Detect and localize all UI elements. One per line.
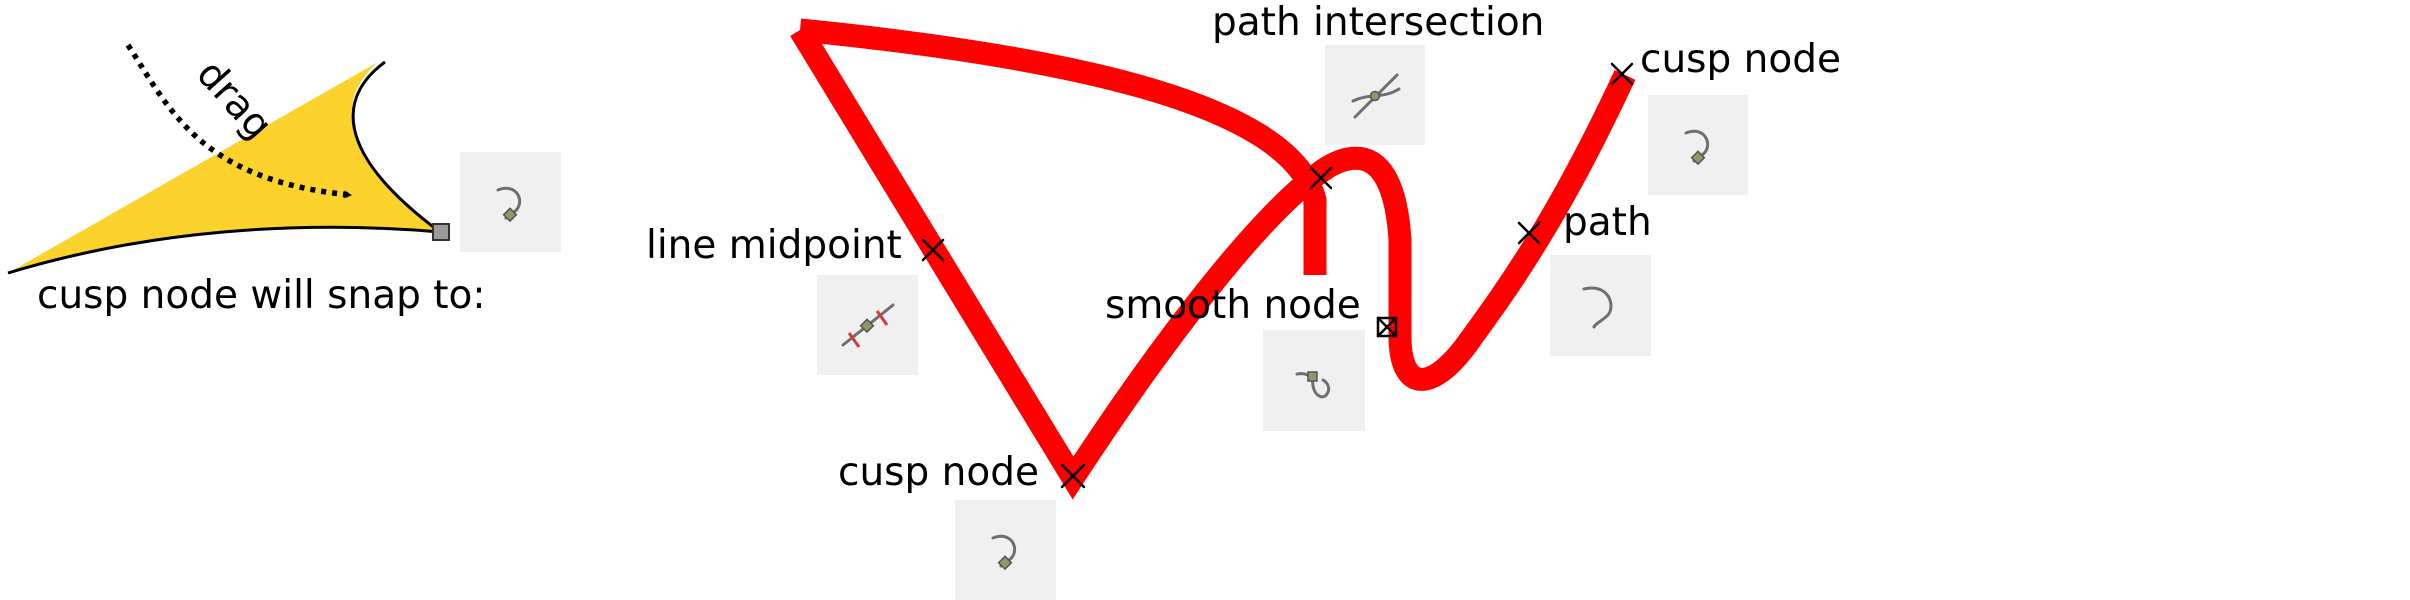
yellow-shape[interactable] [8,62,440,273]
snap-smooth-node-icon [1263,330,1365,431]
red-path[interactable] [790,18,1636,500]
label-cusp-node-bottom: cusp node [838,450,1039,495]
snap-caption: cusp node will snap to: [37,273,486,318]
x-marker-smooth-node [1376,316,1398,338]
x-marker-path-intersection [1309,166,1333,190]
snap-markers [921,62,1634,489]
x-marker-cusp-bottom [1060,463,1086,489]
x-marker-cusp-top [1610,62,1634,86]
snap-line-midpoint-icon [817,275,918,375]
shape-bottom-edge [7,225,441,275]
label-smooth-node: smooth node [1105,283,1361,328]
red-path-group [790,18,1636,500]
snap-cusp-node-icon [1648,95,1748,195]
label-path: path [1563,200,1652,245]
snap-labels: path intersection cusp node line midpoin… [646,0,1841,495]
x-marker-line-midpoint [921,238,945,262]
label-line-midpoint: line midpoint [646,223,902,268]
snap-cusp-node-icon [955,500,1056,600]
label-path-intersection: path intersection [1212,0,1544,45]
dragged-cusp-node[interactable] [432,223,450,241]
x-marker-path [1517,221,1541,245]
snap-path-intersection-icon [1325,45,1425,145]
snap-cusp-node-icon [460,152,561,252]
dragged-shape-group: drag cusp node will snap to: [7,43,561,318]
shape-right-edge [351,60,441,234]
label-cusp-node-top: cusp node [1640,37,1841,82]
snap-path-icon [1550,255,1651,356]
